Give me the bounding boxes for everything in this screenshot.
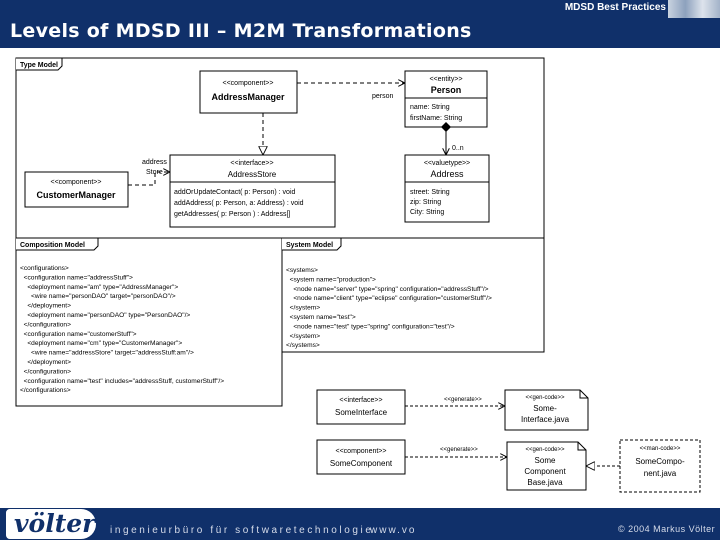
system-model-label: System Model: [286, 242, 333, 249]
type-model-label: Type Model: [20, 62, 58, 69]
type-model-relations: person 0..n address Store: [128, 83, 464, 186]
address-store-op-3: getAddresses( p: Person ) : Address[]: [174, 211, 290, 218]
address-attr-street: street: String: [410, 189, 450, 196]
address-attr-zip: zip: String: [410, 199, 441, 206]
address-manager-name: AddressManager: [211, 92, 285, 102]
logo: völter: [6, 509, 96, 539]
system-code-line: <node name="server" type="spring" config…: [286, 286, 489, 293]
address-store-stereotype: <<interface>>: [230, 160, 273, 167]
gen-component-stereotype: <<gen-code>>: [525, 447, 565, 453]
some-interface-stereotype: <<interface>>: [339, 397, 382, 404]
address-manager-class: <<component>> AddressManager: [199, 70, 298, 114]
composition-code-line: </configuration>: [20, 368, 71, 375]
person-role-label: person: [372, 93, 394, 100]
man-component-stereotype: <<man-code>>: [640, 446, 681, 452]
gen-interface-file: <<gen-code>> Some- Interface.java: [504, 389, 589, 431]
address-role-label-1: address: [142, 159, 167, 166]
address-role-label-2: Store: [146, 169, 163, 176]
composition-code-line: <wire name="personDAO" target="personDAO…: [20, 293, 176, 300]
system-model-code: <systems> <system name="production"> <no…: [286, 267, 492, 349]
person-stereotype: <<entity>>: [429, 76, 462, 83]
composition-code-line: <wire name="addressStore" target="addres…: [20, 350, 194, 357]
composition-model-frame: Composition Model <configurations> <conf…: [15, 237, 283, 407]
system-code-line: <system name="test">: [286, 314, 356, 321]
system-model-frame: System Model <systems> <system name="pro…: [281, 237, 545, 353]
address-name: Address: [430, 169, 464, 179]
man-component-file: <<man-code>> SomeCompo- nent.java: [619, 439, 701, 493]
address-attr-city: City: String: [410, 209, 444, 216]
address-store-op-2: addAddress( p: Person, a: Address) : voi…: [174, 200, 304, 207]
composition-code-line: <configuration name="addressStuff">: [20, 274, 133, 281]
generate-interface-label: <<generate>>: [444, 397, 482, 403]
some-component-box: <<component>> SomeComponent: [316, 439, 406, 475]
multiplicity-label: 0..n: [452, 145, 464, 152]
gen-interface-stereotype: <<gen-code>>: [525, 395, 565, 401]
some-component-stereotype: <<component>>: [336, 448, 387, 455]
gen-interface-line-1: Some-: [533, 404, 557, 413]
composition-code-line: <deployment name="personDAO" type="Perso…: [20, 312, 190, 319]
composition-code-line: <configuration name="test" includes="add…: [20, 378, 224, 385]
man-component-line-2: nent.java: [644, 469, 677, 478]
system-code-line: </system>: [286, 333, 320, 340]
person-name: Person: [431, 85, 462, 95]
composition-code-line: <deployment name="cm" type="CustomerMana…: [20, 340, 182, 347]
composition-code-line: </configuration>: [20, 321, 71, 328]
system-code-line: <systems>: [286, 267, 318, 274]
some-interface-box: <<interface>> SomeInterface: [316, 389, 406, 425]
composition-code-line: <configurations>: [20, 265, 69, 272]
footer-bar: [0, 508, 720, 540]
footer-tagline: ingenieurbüro für softwaretechnologie: [110, 525, 374, 536]
footer-copyright: © 2004 Markus Völter: [618, 524, 716, 534]
address-manager-stereotype: <<component>>: [223, 80, 274, 87]
address-stereotype: <<valuetype>>: [424, 160, 470, 167]
customer-manager-stereotype: <<component>>: [51, 179, 102, 186]
customer-manager-class: <<component>> CustomerManager: [24, 171, 129, 208]
gen-component-line-1: Some: [535, 456, 556, 465]
gen-component-file: <<gen-code>> Some Component Base.java: [506, 441, 587, 491]
generate-component-label: <<generate>>: [440, 447, 478, 453]
composition-code-line: </configurations>: [20, 387, 71, 394]
footer-web: www.vo: [370, 525, 417, 536]
gen-component-line-3: Base.java: [527, 478, 563, 487]
composition-code-line: <configuration name="customerStuff">: [20, 331, 137, 338]
gen-interface-line-2: Interface.java: [521, 415, 570, 424]
system-code-line: <node name="client" type="eclipse" confi…: [286, 295, 492, 302]
generation-relations: <<generate>> <<generate>>: [405, 397, 620, 466]
customer-manager-name: CustomerManager: [36, 190, 116, 200]
person-attr-firstname: firstName: String: [410, 115, 462, 122]
some-component-name: SomeComponent: [330, 459, 393, 468]
system-code-line: </systems>: [286, 342, 320, 349]
composition-code-line: <deployment name="am" type="AddressManag…: [20, 284, 178, 291]
composition-code-line: </deployment>: [20, 359, 71, 366]
man-component-line-1: SomeCompo-: [635, 457, 685, 466]
address-valuetype: <<valuetype>> Address street: String zip…: [404, 154, 490, 223]
gen-component-line-2: Component: [524, 467, 566, 476]
system-code-line: <system name="production">: [286, 276, 376, 283]
slide-title: Levels of MDSD III – M2M Transformations: [10, 20, 472, 42]
address-store-op-1: addOrUpdateContact( p: Person) : void: [174, 189, 296, 196]
some-interface-name: SomeInterface: [335, 408, 388, 417]
system-code-line: <node name="test" type="spring" configur…: [286, 323, 455, 330]
brand-label: MDSD Best Practices: [564, 2, 666, 13]
person-class: <<entity>> Person name: String firstName…: [404, 70, 488, 128]
address-store-name: AddressStore: [228, 170, 277, 179]
header-bar: [0, 0, 720, 48]
composition-model-label: Composition Model: [20, 242, 85, 249]
system-code-line: </system>: [286, 305, 320, 312]
composition-code-line: </deployment>: [20, 303, 71, 310]
address-store-interface: <<interface>> AddressStore addOrUpdateCo…: [169, 154, 336, 228]
composition-model-code: <configurations> <configuration name="ad…: [20, 265, 224, 394]
brand-image: [668, 0, 720, 18]
person-attr-name: name: String: [410, 104, 450, 111]
